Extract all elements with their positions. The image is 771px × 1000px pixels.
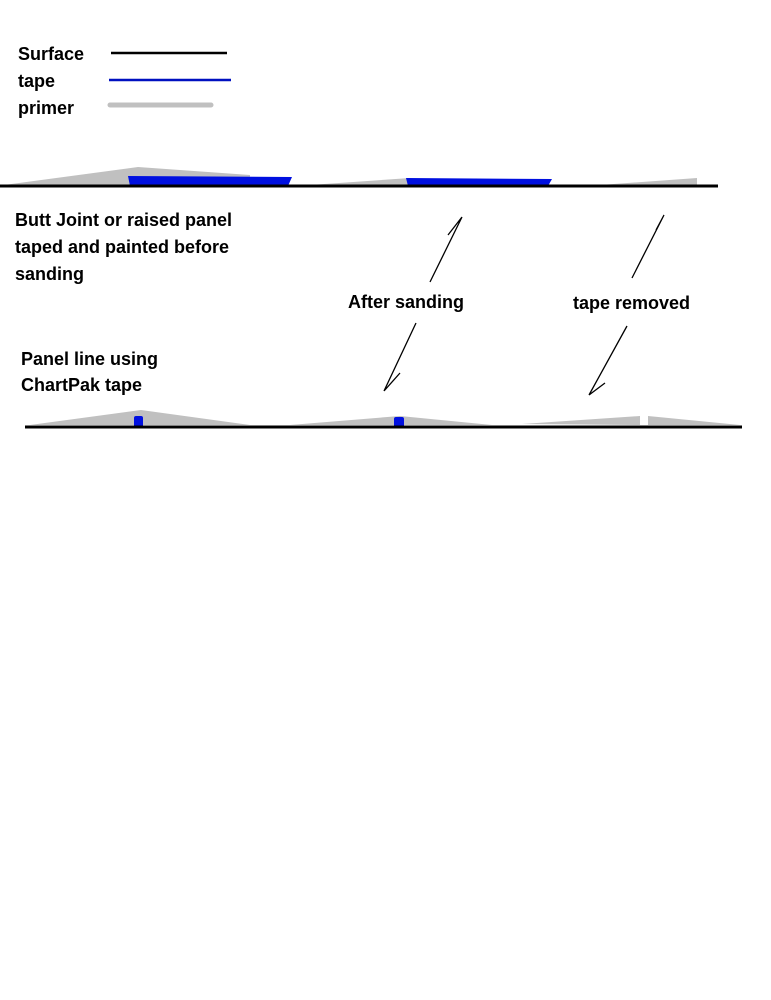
- arrow-up-icon: [631, 214, 665, 279]
- butt-joint-label: Butt Joint or raised panel taped and pai…: [15, 210, 232, 284]
- arrow-down-icon: [383, 322, 417, 392]
- tape-removed-label: tape removed: [573, 293, 690, 313]
- label-line: taped and painted before: [15, 237, 229, 257]
- after-sanding-label: After sanding: [348, 292, 464, 312]
- arrow-up-icon: [429, 216, 463, 283]
- primer-shape: [522, 416, 640, 425]
- primer-shape: [310, 178, 410, 185]
- legend-tape-label: tape: [18, 71, 55, 91]
- tape-shape: [406, 178, 552, 186]
- label-line: Butt Joint or raised panel: [15, 210, 232, 230]
- tape-shape: [394, 417, 404, 428]
- tape-shape: [134, 416, 143, 428]
- legend: Surface tape primer: [18, 44, 231, 118]
- label-line: ChartPak tape: [21, 375, 142, 395]
- tape-shape: [128, 176, 292, 186]
- legend-primer-label: primer: [18, 98, 74, 118]
- panel-line-label: Panel line using ChartPak tape: [21, 349, 158, 395]
- label-line: Panel line using: [21, 349, 158, 369]
- primer-shape: [648, 416, 740, 425]
- butt-joint-row: [0, 167, 718, 188]
- arrow-down-icon: [588, 325, 628, 396]
- label-line: sanding: [15, 264, 84, 284]
- panel-line-row: [25, 410, 742, 429]
- legend-surface-label: Surface: [18, 44, 84, 64]
- primer-shape: [290, 416, 492, 425]
- primer-shape: [600, 178, 697, 185]
